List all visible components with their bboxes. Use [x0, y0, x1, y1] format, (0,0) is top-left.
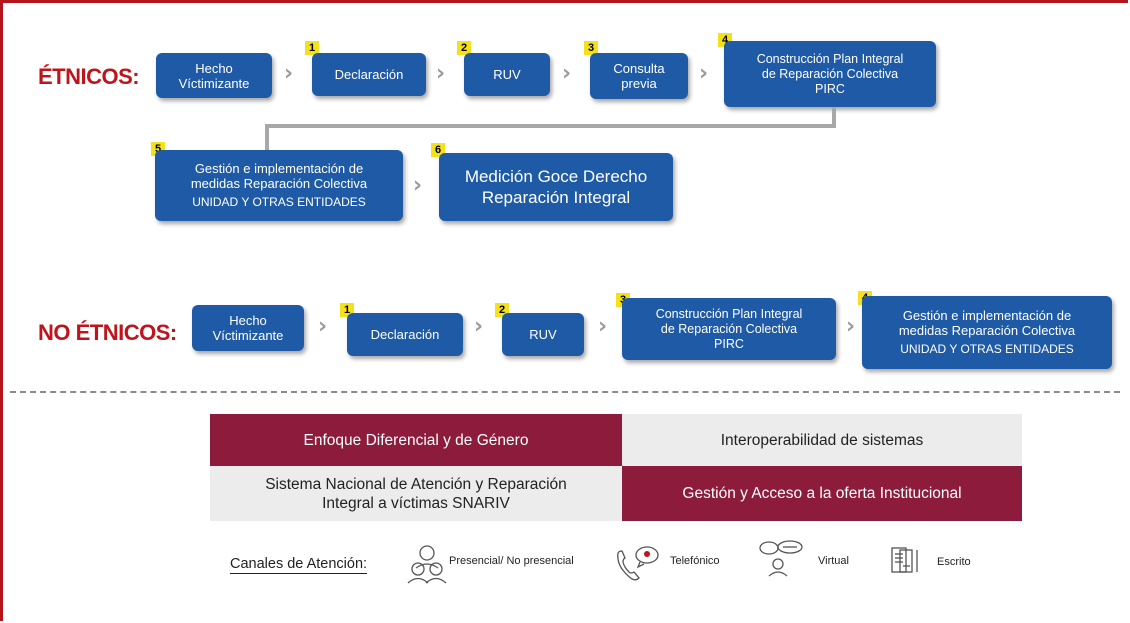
chevron-right-icon: › — [318, 314, 328, 339]
telefonico-label: Telefónico — [670, 555, 720, 567]
no-etnicos-construccion-line1: Construcción Plan Integral — [655, 306, 803, 321]
no-etnicos-ruv-label: RUV — [529, 327, 557, 342]
etnicos-declaracion-label: Declaración — [334, 67, 404, 82]
interoperabilidad-cell: Interoperabilidad de sistemas — [622, 414, 1022, 466]
no-etnicos-construccion-box: Construcción Plan Integral de Reparación… — [622, 298, 836, 360]
chevron-right-icon: › — [284, 61, 294, 86]
people-icon — [407, 545, 447, 584]
chat-icon — [759, 540, 803, 577]
snariv-cell: Sistema Nacional de Atención y Reparació… — [210, 466, 622, 521]
no-etnicos-construccion-line2: de Reparación Colectiva — [660, 321, 798, 336]
connector-vertical-right — [832, 107, 836, 127]
no-etnicos-gestion-sub: UNIDAD Y OTRAS ENTIDADES — [900, 342, 1074, 356]
no-etnicos-construccion-line3: PIRC — [714, 336, 744, 351]
etnicos-hecho-line1: Hecho — [195, 60, 233, 76]
etnicos-consulta-box: Consulta previa — [590, 53, 688, 99]
etnicos-ruv-label: RUV — [493, 67, 521, 82]
chevron-right-icon: › — [846, 314, 856, 339]
enfoque-diferencial-cell: Enfoque Diferencial y de Género — [210, 414, 622, 466]
chevron-right-icon: › — [699, 61, 709, 86]
no-etnicos-declaracion-box: Declaración — [347, 313, 463, 356]
presencial-label: Presencial/ No presencial — [449, 555, 574, 567]
dashed-divider — [10, 391, 1120, 393]
no-etnicos-ruv-box: RUV — [502, 313, 584, 356]
gestion-acceso-cell: Gestión y Acceso a la oferta Institucion… — [622, 466, 1022, 521]
no-etnicos-hecho-line2: Víctimizante — [212, 328, 284, 343]
no-etnicos-hecho-box: Hecho Víctimizante — [192, 305, 304, 351]
etnicos-hecho-box: Hecho Víctimizante — [156, 53, 272, 98]
etnicos-construccion-box: Construcción Plan Integral de Reparación… — [724, 41, 936, 107]
etnicos-medicion-line1: Medición Goce Derecho — [464, 167, 648, 186]
canales-title: Canales de Atención: — [230, 556, 368, 574]
no-etnicos-label: NO ÉTNICOS: — [38, 320, 177, 345]
etnicos-declaracion-box: Declaración — [312, 53, 426, 96]
step-badge-1: 1 — [305, 41, 319, 55]
etnicos-gestion-sub: UNIDAD Y OTRAS ENTIDADES — [192, 195, 366, 209]
chevron-right-icon: › — [413, 173, 423, 198]
etnicos-gestion-line1: Gestión e implementación de — [194, 161, 364, 176]
etnicos-gestion-line2: medidas Reparación Colectiva — [190, 176, 368, 191]
etnicos-consulta-line1: Consulta — [613, 61, 665, 76]
etnicos-label: ÉTNICOS: — [38, 64, 140, 89]
chevron-right-icon: › — [598, 314, 608, 339]
phone-icon — [617, 546, 659, 581]
etnicos-medicion-box: Medición Goce Derecho Reparación Integra… — [439, 153, 673, 221]
etnicos-construccion-line1: Construcción Plan Integral — [756, 51, 904, 66]
etnicos-medicion-line2: Reparación Integral — [481, 188, 631, 207]
chevron-right-icon: › — [436, 61, 446, 86]
etnicos-construccion-line2: de Reparación Colectiva — [761, 66, 899, 81]
step-badge-3: 3 — [584, 41, 598, 55]
escrito-label: Escrito — [937, 556, 971, 568]
etnicos-hecho-line2: Víctimizante — [178, 75, 250, 91]
etnicos-ruv-box: RUV — [464, 53, 550, 96]
chevron-right-icon: › — [562, 61, 572, 86]
etnicos-consulta-line2: previa — [621, 76, 657, 91]
document-icon — [891, 547, 918, 573]
no-etnicos-declaracion-label: Declaración — [370, 327, 440, 342]
no-etnicos-gestion-box: Gestión e implementación de medidas Repa… — [862, 296, 1112, 369]
no-etnicos-hecho-line1: Hecho — [229, 313, 267, 328]
no-etnicos-gestion-line2: medidas Reparación Colectiva — [898, 323, 1076, 338]
connector-horizontal — [265, 124, 836, 128]
no-etnicos-gestion-line1: Gestión e implementación de — [902, 308, 1072, 323]
connector-vertical-left — [265, 124, 269, 152]
chevron-right-icon: › — [474, 314, 484, 339]
etnicos-gestion-box: Gestión e implementación de medidas Repa… — [155, 150, 403, 221]
virtual-label: Virtual — [818, 555, 849, 567]
step-badge-2: 2 — [457, 41, 471, 55]
etnicos-construccion-line3: PIRC — [815, 81, 845, 96]
